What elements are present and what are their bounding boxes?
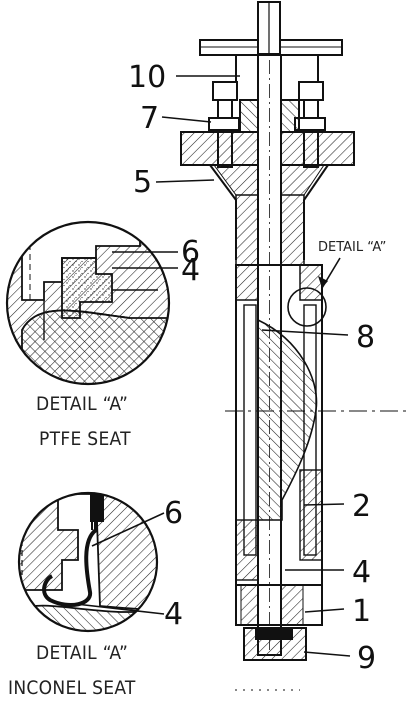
detail-ptfe: 6 4 DETAIL “A” PTFE SEAT [5,220,200,450]
detail-inconel-callout-4: 4 [164,597,183,632]
callout-5: 5 [133,165,152,200]
detail-a-marker-label: DETAIL “A” [318,240,386,255]
detail-ptfe-callout-4: 4 [181,253,200,288]
detail-inconel-callout-6: 6 [164,496,183,531]
callout-4: 4 [352,555,371,590]
detail-inconel-caption-line2: INCONEL SEAT [8,677,136,699]
callout-8: 8 [356,320,375,355]
detail-ptfe-callout-6: 6 [181,235,200,270]
callout-10: 10 [128,60,166,95]
leader-lines [155,75,351,657]
callout-7: 7 [140,101,159,136]
nut-left-mid [208,117,240,131]
inconel-seat-shape [42,494,98,608]
detail-a-marker-circle [287,287,327,327]
nut-left-top [212,81,238,101]
detail-inconel-caption-line1: DETAIL “A” [36,642,128,664]
callout-2: 2 [352,489,371,524]
detail-ptfe-caption-line2: PTFE SEAT [39,428,131,450]
detail-ptfe-caption-line1: DETAIL “A” [36,393,128,415]
callout-9: 9 [357,641,376,676]
nut-right-top [298,81,324,101]
valve-assembly [180,1,410,691]
callout-1: 1 [352,594,371,629]
detail-inconel: 6 4 DETAIL “A” INCONEL SEAT [8,491,183,699]
